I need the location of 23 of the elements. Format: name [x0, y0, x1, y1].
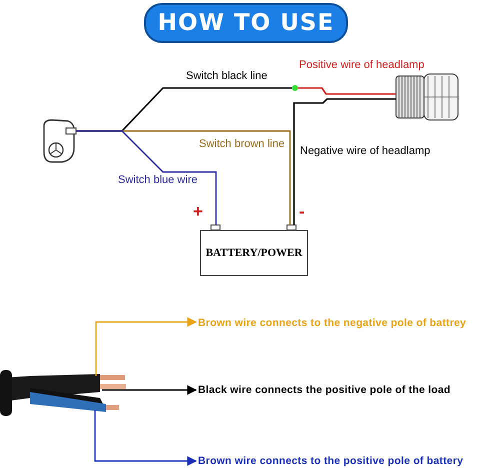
title-banner: HOW TO USE: [144, 3, 348, 43]
annotation-text: Brown wire connects to the negative pole of battrey: [198, 317, 466, 329]
wire: [76, 87, 292, 132]
wire: [298, 87, 396, 95]
cable-drawing: [0, 370, 126, 416]
edge-label: Positive wire of headlamp: [298, 59, 426, 71]
battery-box: BATTERY/POWER: [200, 230, 308, 276]
polarity-sign: -: [299, 203, 305, 221]
wire: [293, 98, 396, 225]
arrow: [94, 410, 197, 466]
headlamp-drawing: [396, 74, 458, 120]
edge-label: Switch brown line: [198, 138, 286, 150]
annotation-text: Brown wire connects to the positive pole of battery: [198, 455, 464, 467]
switch-drawing: [43, 119, 76, 163]
wire: [76, 130, 217, 225]
edge-label: Negative wire of headlamp: [299, 145, 432, 157]
arrow: [95, 317, 197, 376]
polarity-sign: +: [193, 203, 203, 221]
junction-dot: [292, 85, 298, 91]
arrow: [102, 385, 197, 395]
annotation-text: Black wire connects the positive pole of the load: [198, 384, 451, 396]
edge-label: Switch blue wire: [117, 174, 198, 186]
edge-label: Switch black line: [185, 70, 268, 82]
